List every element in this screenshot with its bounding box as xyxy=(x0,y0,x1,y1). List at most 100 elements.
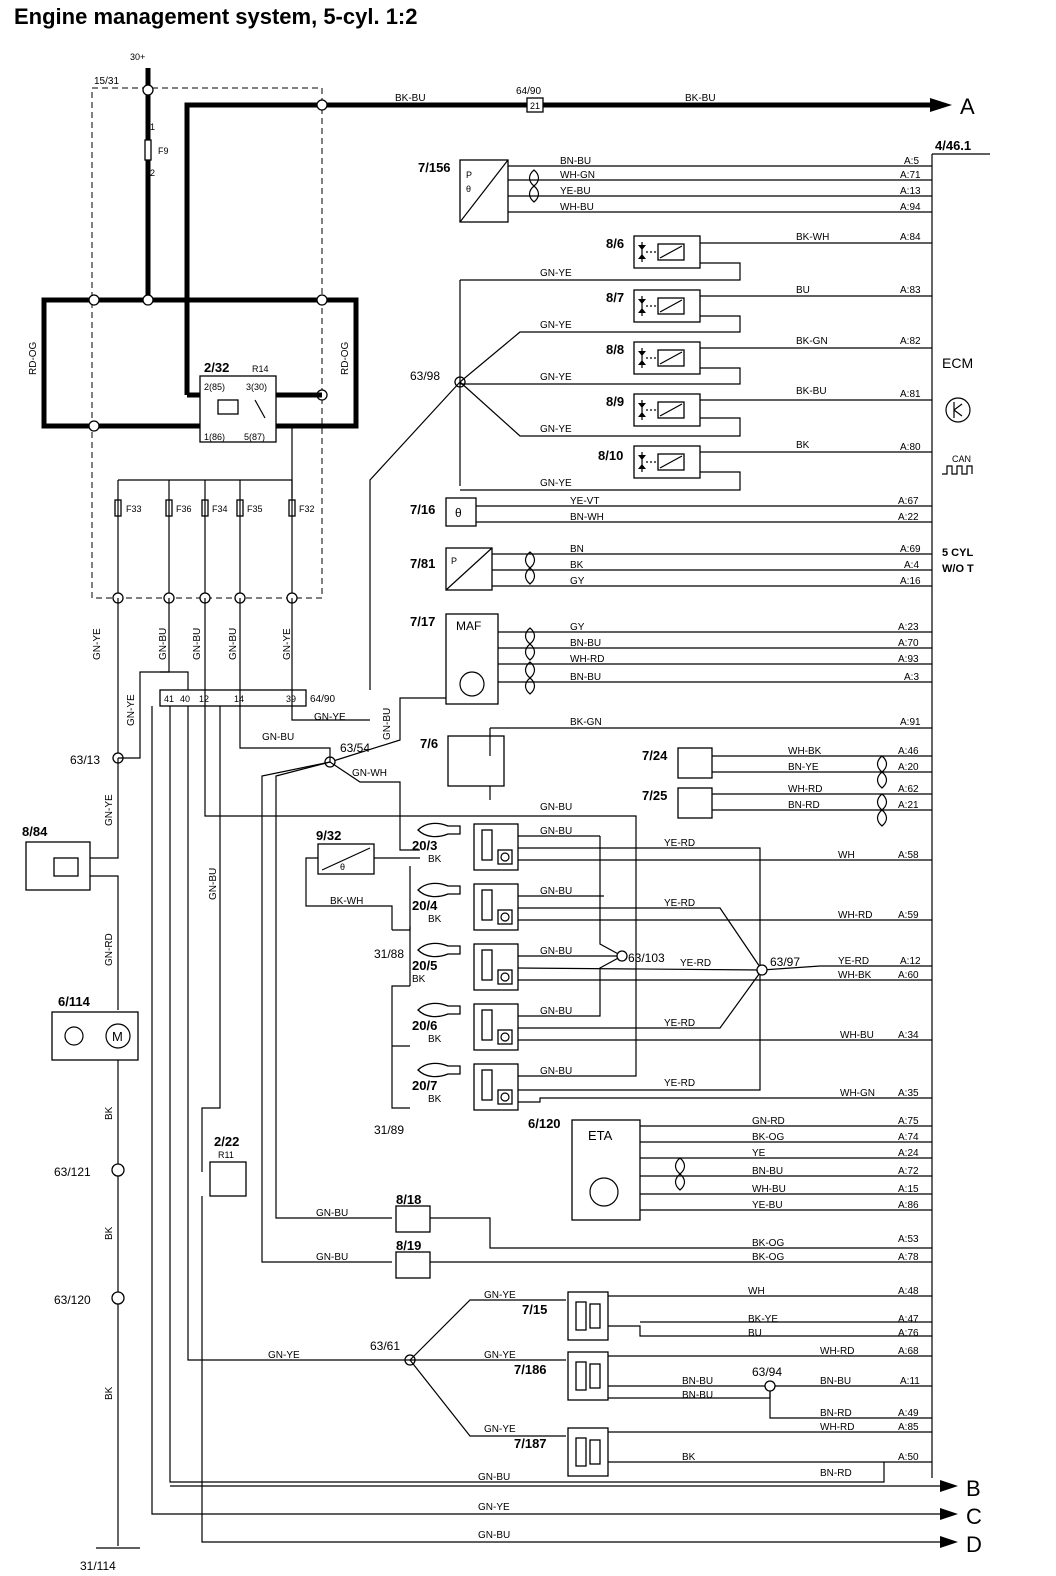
symbol: θ xyxy=(455,506,462,520)
wire-label: RD-OG xyxy=(28,341,39,375)
component-7-17[interactable] xyxy=(445,613,499,705)
wire-label: WH-BU xyxy=(752,1184,786,1195)
injector-8-6[interactable] xyxy=(460,235,932,281)
wire-label: BN-BU xyxy=(560,156,591,167)
component-8-10-label: 8/10 xyxy=(598,448,623,463)
component-8-6-label: 8/6 xyxy=(606,236,624,251)
ecm-pin: A:68 xyxy=(898,1346,919,1357)
twisted-pair-icon xyxy=(528,169,540,203)
wire-label: BK xyxy=(570,560,584,571)
wire-label: WH-BK xyxy=(788,746,822,757)
ecm-pin: A:69 xyxy=(900,544,921,555)
relay-pin: 1(86) xyxy=(204,432,225,442)
wire xyxy=(201,706,221,1172)
wire-label: GN-YE xyxy=(92,628,103,660)
splice-label: 31/89 xyxy=(374,1123,404,1137)
wire-label: YE-VT xyxy=(570,496,599,507)
component-7-15[interactable] xyxy=(567,1291,609,1341)
wire xyxy=(118,671,189,759)
wire-label: GN-YE xyxy=(540,478,572,489)
wire-label: GN-YE xyxy=(484,1290,516,1301)
wire-label: WH-RD xyxy=(820,1422,854,1433)
wire-label: BK xyxy=(796,440,810,451)
wire xyxy=(305,857,393,930)
connector-pin: 14 xyxy=(234,694,244,704)
component-8-19[interactable] xyxy=(395,1251,431,1279)
wire-label: BN-RD xyxy=(820,1408,852,1419)
ecm-pin: A:48 xyxy=(898,1286,919,1297)
wire xyxy=(430,1217,932,1249)
component-7-186[interactable] xyxy=(567,1351,609,1401)
component-6-114[interactable] xyxy=(51,1011,139,1061)
component-8-18[interactable] xyxy=(395,1205,431,1233)
ecm-pin: A:53 xyxy=(898,1234,919,1245)
ecm-pin: A:20 xyxy=(898,762,919,773)
wire xyxy=(90,875,119,1010)
component-7-187-label: 7/187 xyxy=(514,1436,547,1451)
wire-label: WH-GN xyxy=(840,1088,875,1099)
wire-label: GN-YE xyxy=(314,712,346,723)
component-2-22[interactable] xyxy=(209,1161,247,1197)
component-7-24-label: 7/24 xyxy=(642,748,668,763)
pin-label: 1 xyxy=(150,122,155,132)
wire-label: GN-BU xyxy=(540,826,572,837)
fuse-row xyxy=(114,480,296,598)
splice-63-103 xyxy=(616,950,628,962)
fuse-f9 xyxy=(144,139,152,161)
component-7-187[interactable] xyxy=(567,1427,609,1477)
wire-label: YE-RD xyxy=(664,1018,695,1029)
wire-label: BK-OG xyxy=(752,1252,784,1263)
wire-label: BN xyxy=(570,544,584,555)
wire-label: GN-BU xyxy=(382,708,393,740)
component-20-4-label: 20/4 xyxy=(412,898,438,913)
ecm-pin: A:49 xyxy=(898,1408,919,1419)
arrow-b xyxy=(940,1480,958,1492)
wire-label: WH-BU xyxy=(560,202,594,213)
component-7-25-label: 7/25 xyxy=(642,788,667,803)
ecm-pin: A:74 xyxy=(898,1132,919,1143)
ecm-pin: A:85 xyxy=(898,1422,919,1433)
ecm-pin: A:60 xyxy=(898,970,919,981)
component-7-24[interactable] xyxy=(677,747,713,779)
ecm-pin: A:71 xyxy=(900,170,921,181)
coil-wiring xyxy=(204,598,932,1109)
twisted-pair-icon xyxy=(524,661,536,695)
injector-8-9[interactable] xyxy=(459,381,932,437)
splice-label: 63/61 xyxy=(370,1339,400,1353)
wire xyxy=(291,598,370,721)
wire-label: YE-RD xyxy=(664,838,695,849)
ecm-variant: 5 CYL xyxy=(942,547,973,559)
component-7-16[interactable] xyxy=(445,497,477,527)
wire-label: GN-BU xyxy=(228,628,239,660)
wire xyxy=(409,1359,566,1437)
connector-pin: 21 xyxy=(530,101,540,111)
component-20-7-label: 20/7 xyxy=(412,1078,437,1093)
wire-label: GN-BU xyxy=(540,802,572,813)
symbol xyxy=(953,402,963,418)
wire-label: BK-YE xyxy=(748,1314,778,1325)
node-top xyxy=(316,99,328,111)
injector-8-10[interactable] xyxy=(460,445,932,491)
component-7-15-label: 7/15 xyxy=(522,1302,547,1317)
component-6-120[interactable] xyxy=(571,1119,641,1221)
wire-label: BK xyxy=(428,854,442,865)
component-7-6[interactable] xyxy=(447,735,505,787)
battery-node xyxy=(142,84,154,96)
node xyxy=(142,294,154,306)
relay-switch xyxy=(254,399,266,419)
wire xyxy=(369,381,461,690)
ecm-pin: A:70 xyxy=(898,638,919,649)
injector-8-7[interactable] xyxy=(459,289,932,383)
fuse-label: F35 xyxy=(247,504,263,514)
can-label: CAN xyxy=(952,454,971,464)
injector-8-8[interactable] xyxy=(460,341,932,385)
component-8-18-label: 8/18 xyxy=(396,1192,421,1207)
wire-label: BN-YE xyxy=(788,762,819,773)
component-6-114-label: 6/114 xyxy=(58,994,91,1009)
wire xyxy=(329,697,446,763)
wire-label: GN-BU xyxy=(540,1066,572,1077)
relay-pin: 3(30) xyxy=(246,382,267,392)
wire-label: WH xyxy=(748,1286,765,1297)
component-7-25[interactable] xyxy=(677,787,713,819)
wire-label: BU xyxy=(796,285,810,296)
